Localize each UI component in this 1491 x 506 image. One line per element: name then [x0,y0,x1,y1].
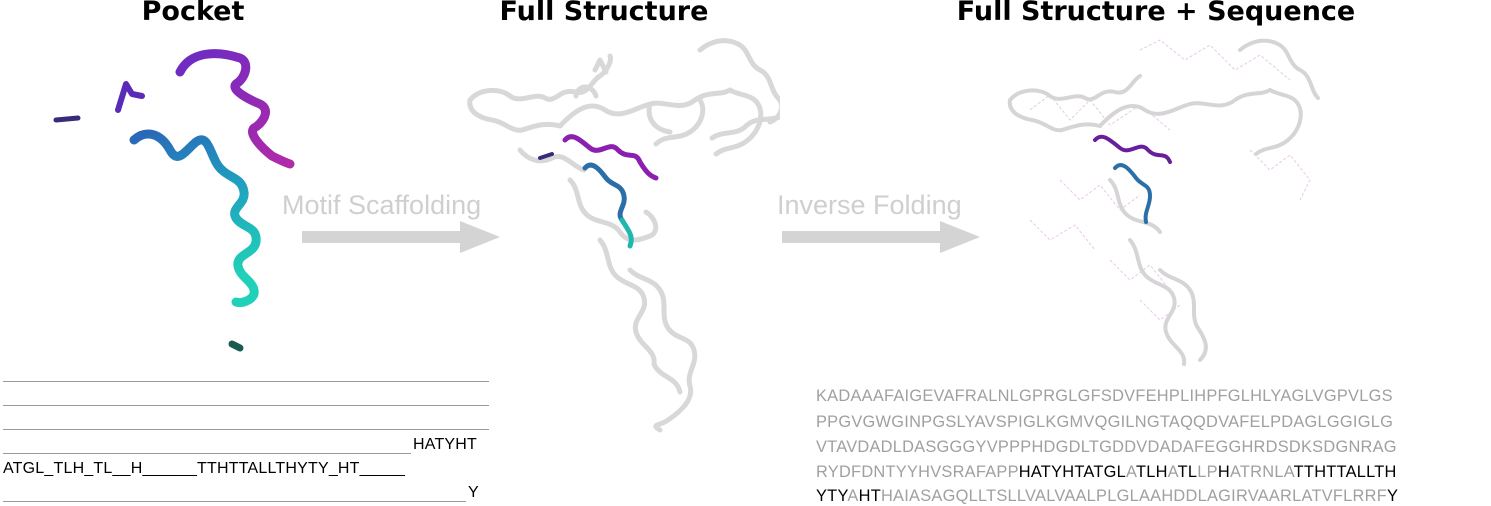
pocket-fragment-2 [115,81,145,113]
designed-residues: VTAVDADLDASGGGYVPPPHDGDLTGDDVDADAFEGGHRD… [816,438,1397,456]
arrow-icon [302,221,500,253]
motif-residues: TLH [1135,463,1168,481]
designed-residues: A [1125,463,1136,481]
motif-residues: TTHTTALLTH [1293,463,1397,481]
motif-residues: HT [858,487,881,505]
motif-purple-fragment [538,152,554,160]
full-structure-sequence-title: Full Structure + Sequence [956,0,1356,27]
motif-blue-helix [1113,163,1153,224]
full-sequence-line-4: RYDFDNTYYHVSRAFAPPHATYHTATGLATLHATLLPHAT… [816,463,1397,482]
full-sequence-line-2: PPGVGWGINPGSLYAVSPIGLKGMVQGILNGTAQQDVAFE… [816,413,1393,432]
motif-blue-helix [582,162,627,223]
designed-residues: LP [1197,463,1218,481]
sequence-blank-line [3,501,466,502]
pocket-sequence-line-4: HATYHT [413,436,478,453]
pocket-helix-blue-teal [129,129,261,307]
motif-residues: Y [1387,487,1399,505]
full-sequence-line-3: VTAVDADLDASGGGYVPPPHDGDLTGDDVDADAFEGGHRD… [816,438,1397,457]
pocket-title: Pocket [141,0,245,27]
pocket-sequence-line-5: ATGL_TLH_TL__H______TTHTTALLTHYTY_HT____… [3,460,406,477]
full-sequence-line-5: YTYAHTHAIASAGQLLTSLLVALVAALPLGLAAHDDLAGI… [816,487,1398,506]
sequence-blank-line [3,405,489,406]
pocket-fragment-1 [53,115,81,123]
motif-residues: TL [1177,463,1198,481]
motif-residues: YTY [816,487,848,505]
designed-residues: A [847,487,859,505]
designed-residues: A [1167,463,1178,481]
designed-residues: RYDFDNTYYHVSRAFAPP [816,463,1019,481]
pocket-sequence-line-6: Y [468,484,479,501]
motif-residues: HATYHTATGL [1018,463,1126,481]
designed-residues: PPGVGWGINPGSLYAVSPIGLKGMVQGILNGTAQQDVAFE… [816,413,1394,431]
full-structure-title: Full Structure [499,0,709,27]
pocket-fragment-3 [228,340,244,352]
full-structure-sequence-model [1007,38,1320,366]
motif-residues: H [1217,463,1230,481]
sequence-blank-line [3,429,489,430]
designed-residues: ATRNLA [1229,463,1294,481]
designed-residues: HAIASAGQLLTSLLVALVAALPLGLAAHDDLAGIRVAARL… [880,487,1387,505]
arrow-icon [782,221,980,253]
sequence-blank-line [3,381,489,382]
pocket-helix-purple [175,49,295,169]
full-sequence-line-1: KADAAAFAIGEVAFRALNLGPRGLGFSDVFEHPLIHPFGL… [816,387,1393,406]
full-structure-model [467,38,780,433]
designed-residues: KADAAAFAIGEVAFRALNLGPRGLGFSDVFEHPLIHPFGL… [816,387,1393,405]
motif-teal-helix [619,217,634,249]
motif-purple-helix [1093,134,1172,164]
pocket-structure [53,49,295,352]
motif-purple-helix [562,134,659,181]
sequence-blank-line [3,453,411,454]
motif-scaffolding-label: Motif Scaffolding [282,190,482,220]
inverse-folding-label: Inverse Folding [777,190,962,220]
